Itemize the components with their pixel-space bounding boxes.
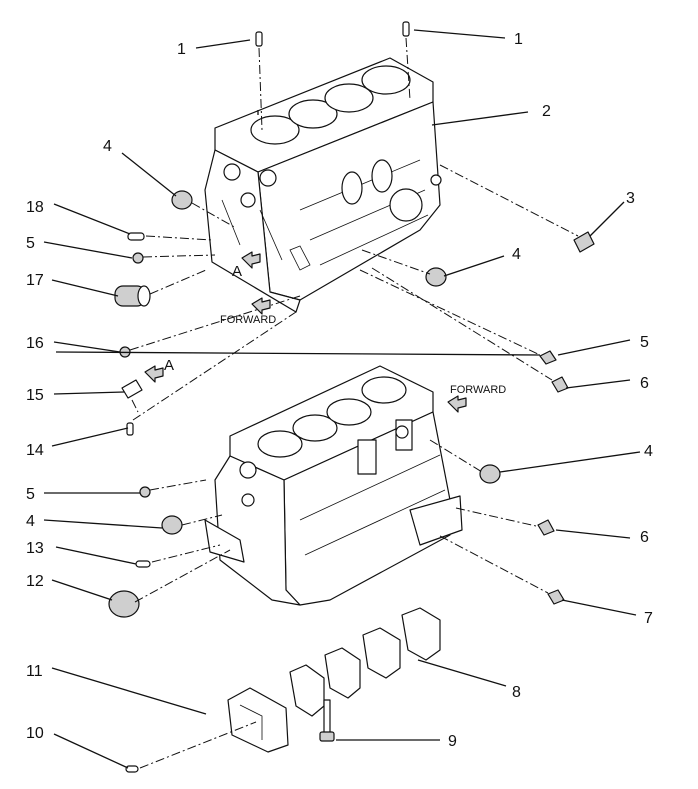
core-plug-4-upper-right: [425, 267, 447, 287]
callout-18: 18: [26, 199, 44, 216]
nozzle-15: [121, 379, 143, 399]
small-parts: [108, 21, 595, 773]
callout-8: 8: [512, 684, 521, 701]
pin-10: [125, 765, 139, 773]
pin-14: [126, 422, 134, 436]
callout-15: 15: [26, 387, 44, 404]
leader-lines: [43, 29, 641, 769]
callout-17: 17: [26, 272, 44, 289]
callout-10: 10: [26, 725, 44, 742]
bushing-17: [114, 285, 151, 307]
forward-label-lower: FORWARD: [450, 384, 506, 396]
dowel-pin-1a: [255, 31, 263, 47]
callout-14: 14: [26, 442, 44, 459]
plug-3: [573, 231, 595, 253]
plug-5-upper-right: [539, 350, 557, 365]
plug-6-upper: [551, 376, 569, 393]
callout-5-right: 5: [640, 334, 649, 351]
view-a-label-upper: A: [232, 263, 242, 280]
assembly-lines: [129, 37, 579, 769]
callout-4-top-left: 4: [103, 138, 112, 155]
bolt-9: [319, 699, 335, 742]
plug-5-upper-left: [132, 252, 144, 264]
callout-12: 12: [26, 573, 44, 590]
view-a-lower: A: [144, 357, 174, 383]
forward-arrow-lower: FORWARD: [447, 384, 506, 413]
upper-cylinder-block: [204, 57, 442, 313]
core-plug-4-upper-left: [171, 190, 193, 210]
plug-5-lower: [139, 486, 151, 498]
rear-bearing-cap: [227, 687, 289, 753]
callout-16: 16: [26, 335, 44, 352]
dowel-pin-18: [127, 232, 145, 241]
core-plug-4-lower-right: [479, 464, 501, 484]
core-plug-12: [108, 590, 140, 618]
callout-4-top-right: 4: [512, 246, 521, 263]
callout-3: 3: [626, 190, 635, 207]
lower-cylinder-block: [204, 365, 463, 606]
callout-11: 11: [26, 663, 43, 680]
view-a-label-lower: A: [164, 357, 174, 374]
callouts-right: 1 2 3 4 5 6 4 6 7 8 9: [448, 31, 653, 750]
callout-1-right: 1: [514, 31, 523, 48]
callouts-left: 1 4 18 5 17 16 15 14 5 4 13 12 11 10: [26, 41, 186, 742]
forward-label-upper: FORWARD: [220, 314, 276, 326]
dowel-pin-13: [135, 560, 151, 568]
callout-13: 13: [26, 540, 44, 557]
callout-4-lower-right: 4: [644, 443, 653, 460]
forward-arrow-upper: FORWARD: [220, 297, 276, 326]
main-bearing-caps: [289, 607, 441, 717]
core-plug-4-lower-left: [161, 515, 183, 535]
callout-1-left: 1: [177, 41, 186, 58]
callout-5-lower-left: 5: [26, 486, 35, 503]
callout-2: 2: [542, 103, 551, 120]
plug-6-lower: [537, 519, 555, 536]
callout-7: 7: [644, 610, 653, 627]
view-a-upper: A: [232, 251, 261, 280]
callout-4-lower-left: 4: [26, 513, 35, 530]
callout-9: 9: [448, 733, 457, 750]
dowel-pin-1b: [402, 21, 410, 37]
callout-6-upper: 6: [640, 375, 649, 392]
plug-7: [547, 589, 565, 605]
callout-5-top-left: 5: [26, 235, 35, 252]
callout-6-lower: 6: [640, 529, 649, 546]
